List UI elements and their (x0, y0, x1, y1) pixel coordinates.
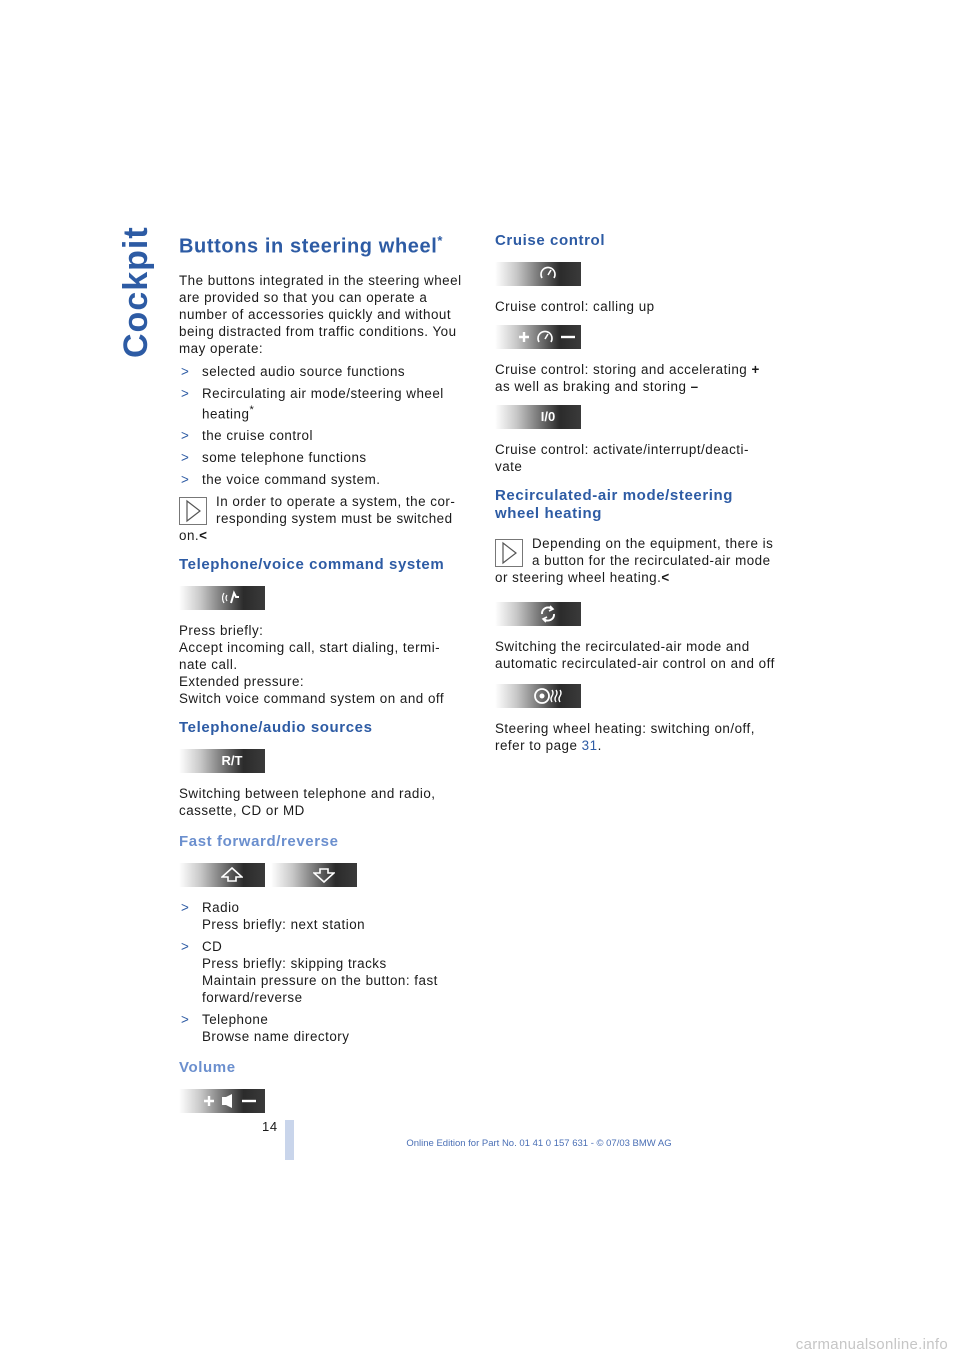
note-block: In order to operate a system, the cor- r… (179, 493, 471, 544)
heading-telephone-voice: Telephone/voice command system (179, 556, 445, 574)
page-number: 14 (262, 1119, 278, 1134)
heading-recirculated-air: Recirculated-air mode/steering wheel hea… (495, 487, 734, 522)
telephone-voice-text: Press briefly: Accept incoming call, sta… (179, 623, 445, 707)
end-mark-icon: < (661, 570, 670, 585)
note-line: or steering wheel heating.< (495, 570, 670, 585)
operate-list: >selected audio source functions >Recirc… (179, 363, 471, 488)
recirculation-text: Switching the recirculated-air mode and … (495, 639, 775, 671)
rt-button: R/T (179, 749, 265, 774)
voice-command-icon (222, 590, 239, 604)
steering-heating-button (495, 684, 581, 708)
note-line: In order to operate a system, the cor- (216, 494, 456, 510)
note-triangle-icon (495, 539, 523, 567)
list-item: > Telephone Browse name directory (181, 1012, 350, 1045)
watermark: carmanualsonline.info (795, 1336, 948, 1353)
volume-icon (204, 1094, 256, 1109)
note-block: Depending on the equipment, there is a b… (495, 535, 787, 586)
minus-icon: – (690, 379, 699, 394)
forward-button (179, 863, 265, 888)
cruise-plus-minus-button (495, 325, 581, 349)
note-line: on.< (179, 528, 208, 544)
end-mark-icon: < (199, 528, 208, 544)
volume-button (179, 1089, 265, 1114)
voice-button (179, 586, 265, 611)
heading-cruise-control: Cruise control (495, 232, 606, 249)
arrow-down-icon (313, 868, 335, 884)
page-link[interactable]: 31 (581, 738, 598, 753)
page-title: Buttons in steering wheel* (179, 233, 444, 258)
plus-icon: + (751, 362, 760, 377)
list-item: >selected audio source functions (181, 363, 406, 379)
cruise-storing-text: Cruise control: storing and accelerating… (495, 362, 760, 394)
note-triangle-icon (179, 497, 207, 526)
list-item: >the cruise control (181, 428, 313, 444)
reverse-button (271, 863, 357, 888)
note-line: responding system must be switched (216, 511, 453, 527)
cruise-activate-button: I/0 (495, 405, 581, 429)
optional-star: * (437, 233, 444, 248)
recirculation-icon (541, 605, 555, 623)
intro-paragraph: The buttons integrated in the steering w… (179, 272, 462, 356)
steering-wheel-heating-icon (534, 688, 562, 704)
list-item: >Recirculating air mode/steering wheel h… (181, 385, 444, 422)
cruise-calling-up-text: Cruise control: calling up (495, 299, 655, 314)
cruise-button (495, 262, 581, 286)
speedometer-icon (540, 266, 556, 279)
section-tab-label: Cockpit (117, 226, 155, 358)
fast-forward-list: > Radio Press briefly: next station > CD… (179, 899, 471, 1045)
note-line: a button for the recirculated-air mode (532, 553, 771, 568)
speed-plus-minus-icon (519, 330, 575, 343)
heading-telephone-audio: Telephone/audio sources (179, 719, 373, 737)
cruise-activate-text: Cruise control: activate/interrupt/deact… (495, 442, 749, 474)
note-line: Depending on the equipment, there is (532, 536, 774, 551)
heading-volume: Volume (179, 1059, 236, 1077)
list-item: > Radio Press briefly: next station (181, 900, 366, 933)
arrow-up-icon (221, 867, 243, 882)
right-column: Cruise control Cruise control: calling u… (495, 228, 787, 760)
left-column: Buttons in steering wheel* The buttons i… (179, 228, 471, 1125)
list-item: >some telephone functions (181, 450, 367, 466)
steering-heating-text: Steering wheel heating: switching on/off… (495, 721, 755, 753)
list-item: > CD Press briefly: skipping tracks Main… (181, 939, 438, 1006)
telephone-audio-text: Switching between telephone and radio, c… (179, 786, 436, 819)
section-tab: Cockpit (117, 226, 155, 358)
optional-star: * (249, 403, 255, 416)
footer-edition: Online Edition for Part No. 01 41 0 157 … (406, 1138, 672, 1149)
heading-fast-forward: Fast forward/reverse (179, 833, 339, 851)
recirculation-button (495, 602, 581, 626)
list-item: >the voice command system. (181, 472, 381, 488)
page-bar (285, 1120, 294, 1160)
